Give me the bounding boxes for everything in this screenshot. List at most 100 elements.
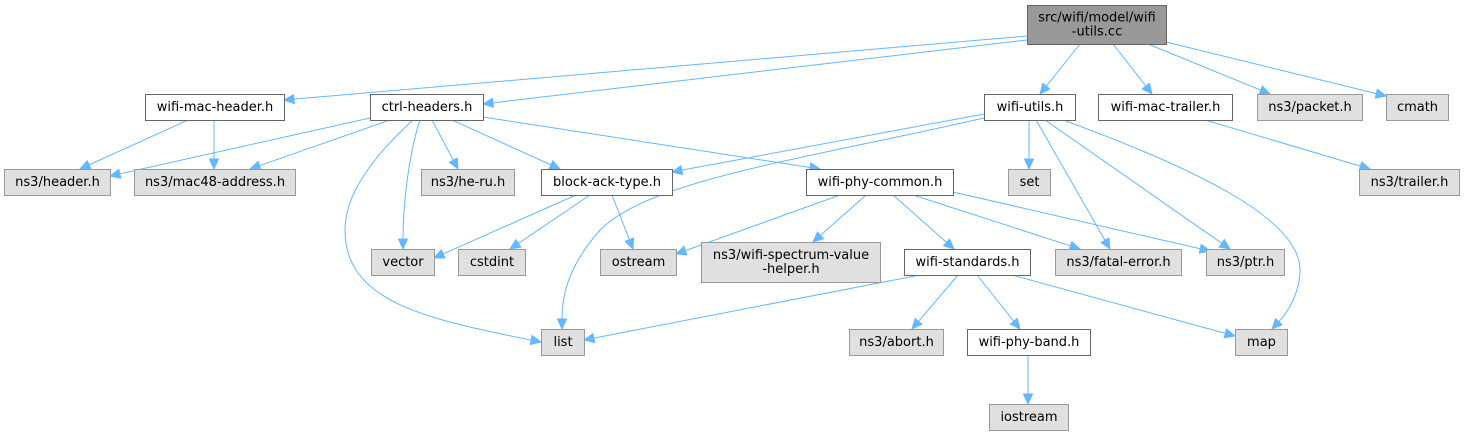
edge-ctrl-headers-to-wifi-phy-common (482, 116, 822, 173)
node-ns3-ptr: ns3/ptr.h (1206, 249, 1285, 276)
edge-ctrl-headers-to-block-ack-type (451, 119, 562, 170)
edge-arrowhead (529, 334, 543, 346)
node-ns3-abort: ns3/abort.h (849, 329, 944, 356)
node-label: ns3/mac48-address.h (145, 175, 285, 190)
node-wifi-mac-trailer[interactable]: wifi-mac-trailer.h (1098, 94, 1233, 121)
node-ns3-fatal-error: ns3/fatal-error.h (1055, 249, 1182, 276)
edge-line (1035, 119, 1106, 241)
edge-line (1011, 274, 1226, 334)
edge-arrowhead (1258, 85, 1272, 95)
edge-wifi-mac-trailer-to-ns3-trailer (1204, 119, 1372, 172)
node-wifi-phy-common[interactable]: wifi-phy-common.h (806, 169, 954, 196)
edge-arrowhead (508, 238, 522, 250)
node-set: set (1008, 169, 1051, 196)
node-box (701, 242, 881, 283)
edge-arrowhead (1009, 317, 1021, 330)
node-box (967, 329, 1091, 356)
edge-arrowhead (1218, 238, 1231, 250)
node-box (600, 249, 677, 276)
edge-root-to-ctrl-headers (481, 39, 1028, 109)
node-wifi-standards[interactable]: wifi-standards.h (904, 249, 1031, 276)
edge-line (976, 274, 1015, 322)
edge-wifi-standards-to-ns3-abort (911, 274, 959, 330)
edge-wifi-phy-common-to-wifi-standards (892, 194, 955, 250)
node-box (806, 169, 954, 196)
edge-line (518, 194, 591, 244)
edge-arrowhead (1100, 237, 1111, 251)
edge-arrowhead (1068, 240, 1082, 251)
edge-root-to-wifi-mac-header (282, 35, 1028, 105)
edge-arrowhead (397, 238, 409, 251)
node-vector: vector (371, 249, 435, 276)
node-box (1098, 94, 1233, 121)
edge-wifi-standards-to-map (1011, 274, 1237, 339)
node-label: ns3/ptr.h (1217, 255, 1275, 270)
node-box (1027, 5, 1167, 45)
edge-arrowhead (812, 231, 825, 243)
node-ns3-wifi-spectrum: ns3/wifi-spectrum-value-helper.h (701, 242, 881, 283)
edge-arrowhead (670, 164, 684, 176)
node-box (984, 94, 1076, 121)
node-label: ctrl-headers.h (382, 100, 473, 115)
edge-line (402, 119, 421, 240)
node-label: -helper.h (762, 262, 819, 277)
edge-root-to-cmath (1165, 41, 1388, 99)
edge-ctrl-headers-to-ns3-header (108, 117, 371, 179)
node-map: map (1235, 329, 1288, 356)
node-box (1235, 329, 1288, 356)
node-label: ns3/packet.h (1268, 100, 1352, 115)
node-list: list (541, 329, 585, 356)
node-box (904, 249, 1031, 276)
edge-wifi-utils-h-to-list (556, 117, 985, 331)
edge-arrowhead (208, 158, 220, 171)
node-label: ns3/header.h (15, 175, 100, 190)
edge-arrowhead (1023, 158, 1035, 171)
node-ns3-packet: ns3/packet.h (1257, 94, 1363, 121)
edge-arrowhead (911, 317, 923, 330)
edge-ctrl-headers-to-vector (397, 119, 421, 251)
edge-arrowhead (1022, 393, 1034, 406)
edge-arrowhead (108, 168, 122, 179)
node-box (370, 94, 484, 121)
node-wifi-utils-h[interactable]: wifi-utils.h (984, 94, 1076, 121)
edge-wifi-mac-header-to-ns3-mac48 (208, 120, 220, 171)
node-block-ack-type[interactable]: block-ack-type.h (541, 169, 673, 196)
edge-arrowhead (1039, 82, 1051, 95)
node-label: wifi-mac-trailer.h (1111, 100, 1221, 115)
node-label: wifi-phy-common.h (818, 175, 943, 190)
node-wifi-phy-band[interactable]: wifi-phy-band.h (967, 329, 1091, 356)
node-wifi-mac-header[interactable]: wifi-mac-header.h (145, 94, 285, 121)
edge-wifi-phy-common-to-ostream (674, 194, 841, 256)
edge-wifi-utils-h-to-block-ack-type (670, 113, 985, 176)
edge-arrowhead (582, 332, 596, 344)
edge-line (88, 119, 189, 166)
edge-line (1045, 43, 1081, 87)
edge-line (1044, 119, 1223, 244)
edge-line (561, 117, 985, 320)
node-ctrl-headers[interactable]: ctrl-headers.h (370, 94, 484, 121)
node-label: -utils.cc (1072, 25, 1122, 40)
edge-arrowhead (624, 237, 635, 251)
node-ns3-he-ru: ns3/he-ru.h (421, 169, 515, 196)
node-label: ostream (612, 255, 666, 270)
node-label: cmath (1397, 100, 1438, 115)
node-label: ns3/wifi-spectrum-value (713, 248, 869, 263)
edge-arrowhead (1271, 317, 1284, 330)
node-ns3-trailer: ns3/trailer.h (1359, 169, 1460, 196)
node-label: set (1020, 175, 1040, 190)
node-box (421, 169, 515, 196)
edge-wifi-mac-header-to-ns3-header (78, 119, 189, 170)
node-label: iostream (1000, 410, 1057, 425)
edge-ctrl-headers-to-ns3-mac48 (248, 119, 391, 171)
edge-line (119, 117, 371, 175)
node-label: wifi-phy-band.h (979, 335, 1080, 350)
edge-wifi-phy-common-to-ns3-fatal-error (912, 194, 1082, 251)
edges-layer (78, 35, 1388, 406)
edge-line (952, 191, 1201, 250)
edge-arrowhead (282, 93, 295, 105)
node-box (371, 249, 435, 276)
node-box (1008, 169, 1051, 196)
node-label: ns3/fatal-error.h (1066, 255, 1170, 270)
edge-arrowhead (548, 159, 562, 170)
